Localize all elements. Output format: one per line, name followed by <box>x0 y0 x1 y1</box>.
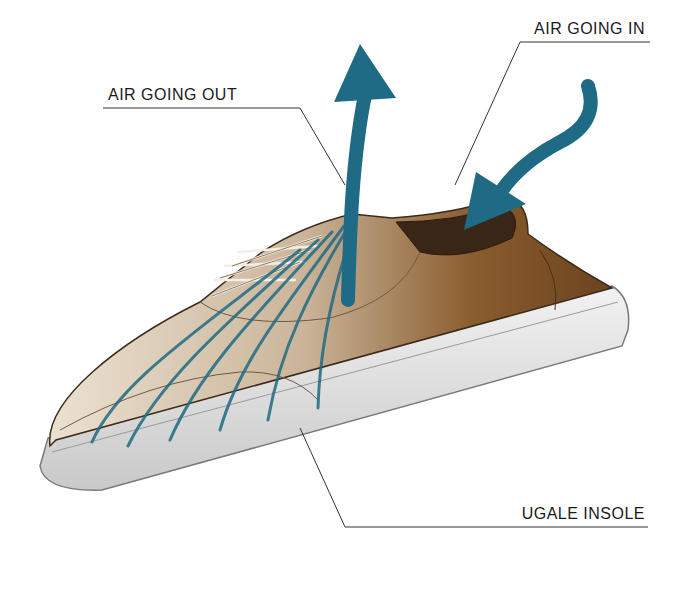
part-label: UGALE INSOLE <box>522 506 645 522</box>
part-label: AIR GOING OUT <box>108 87 237 103</box>
part-label: AIR GOING IN <box>534 21 645 37</box>
